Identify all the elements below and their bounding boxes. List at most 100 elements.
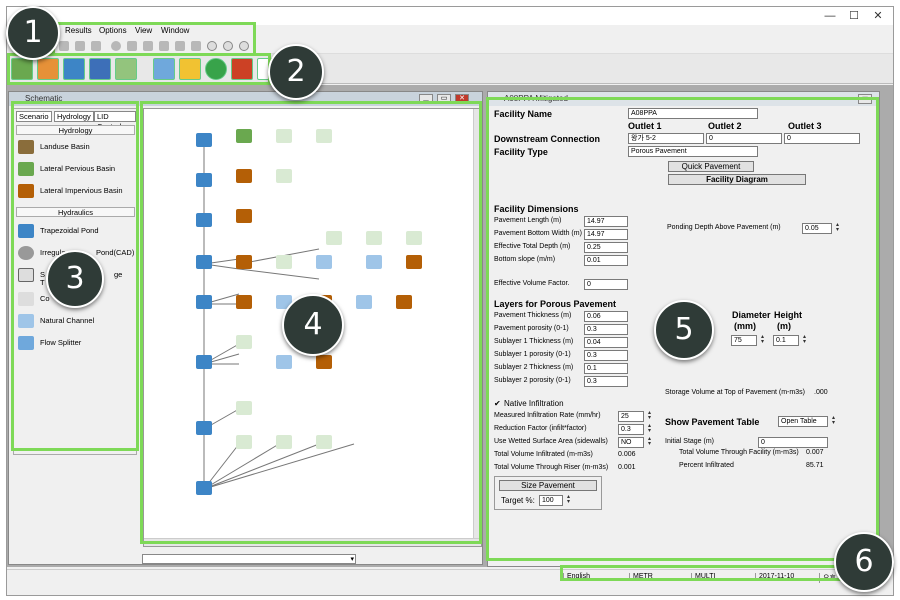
- sublayer2-thickness-input[interactable]: 0.1: [584, 363, 628, 374]
- node-lid[interactable]: [316, 435, 332, 449]
- node-pond[interactable]: [356, 295, 372, 309]
- pavement-length-input[interactable]: 14.97: [584, 216, 628, 227]
- quick-pavement-button[interactable]: Quick Pavement: [668, 161, 754, 172]
- facility-restore-button[interactable]: ▭: [858, 94, 872, 104]
- facility-diagram-button[interactable]: Facility Diagram: [668, 174, 806, 185]
- infil-rate-input[interactable]: 25: [618, 411, 644, 422]
- spinner-icon[interactable]: ▴▾: [566, 494, 570, 505]
- toolbar-icon[interactable]: [111, 41, 121, 51]
- open-table-select[interactable]: Open Table: [778, 416, 828, 427]
- tab-scenario[interactable]: Scenario: [16, 111, 52, 122]
- node-pond[interactable]: [196, 481, 212, 495]
- spinner-icon[interactable]: ▴▾: [647, 410, 651, 421]
- save-as-icon[interactable]: [89, 58, 111, 80]
- node-pond[interactable]: [196, 133, 212, 147]
- report-icon[interactable]: [115, 58, 137, 80]
- outlet1-input[interactable]: 왕가 5-2: [628, 133, 704, 144]
- node-basin[interactable]: [236, 129, 252, 143]
- stats-icon[interactable]: [231, 58, 253, 80]
- height-input[interactable]: 0.1: [773, 335, 799, 346]
- diameter-input[interactable]: 75: [731, 335, 757, 346]
- schematic-restore-button[interactable]: ▭: [437, 94, 451, 104]
- canvas-horizontal-scrollbar[interactable]: [144, 538, 481, 546]
- node-impervious[interactable]: [396, 295, 412, 309]
- node-lid[interactable]: [366, 231, 382, 245]
- menu-window[interactable]: Window: [161, 26, 190, 35]
- size-pavement-button[interactable]: Size Pavement: [499, 480, 597, 491]
- node-lid[interactable]: [326, 231, 342, 245]
- bottom-slope-input[interactable]: 0.01: [584, 255, 628, 266]
- help-icon[interactable]: [239, 41, 249, 51]
- schematic-minimize-button[interactable]: ▁: [419, 94, 433, 104]
- scenario-icon[interactable]: [11, 58, 33, 80]
- spinner-icon[interactable]: ▴▾: [835, 222, 839, 233]
- menu-results[interactable]: Results: [65, 26, 92, 35]
- node-lid[interactable]: [276, 255, 292, 269]
- node-pond[interactable]: [276, 355, 292, 369]
- outlet3-input[interactable]: 0: [784, 133, 860, 144]
- outlet2-input[interactable]: 0: [706, 133, 782, 144]
- spinner-icon[interactable]: ▴▾: [802, 334, 806, 345]
- node-pond[interactable]: [316, 255, 332, 269]
- node-pond[interactable]: [196, 421, 212, 435]
- node-lid[interactable]: [276, 435, 292, 449]
- node-pond[interactable]: [196, 173, 212, 187]
- node-pond[interactable]: [366, 255, 382, 269]
- node-lid[interactable]: [236, 435, 252, 449]
- refresh-icon[interactable]: [205, 58, 227, 80]
- facility-type-input[interactable]: Porous Pavement: [628, 146, 758, 157]
- node-impervious[interactable]: [236, 169, 252, 183]
- spinner-icon[interactable]: ▴▾: [647, 436, 651, 447]
- spinner-icon[interactable]: ▴▾: [760, 334, 764, 345]
- node-pond[interactable]: [196, 355, 212, 369]
- schematic-close-button[interactable]: ✕: [455, 94, 469, 104]
- rain-icon[interactable]: [153, 58, 175, 80]
- toolbar-icon[interactable]: [75, 41, 85, 51]
- toolbar-icon[interactable]: [59, 41, 69, 51]
- menu-options[interactable]: Options: [99, 26, 127, 35]
- sublayer1-porosity-input[interactable]: 0.3: [584, 350, 628, 361]
- node-pond[interactable]: [196, 213, 212, 227]
- toolbar-icon[interactable]: [159, 41, 169, 51]
- node-lid[interactable]: [406, 231, 422, 245]
- pavement-porosity-input[interactable]: 0.3: [584, 324, 628, 335]
- target-input[interactable]: 100: [539, 495, 563, 506]
- node-lid[interactable]: [276, 129, 292, 143]
- run-icon[interactable]: [179, 58, 201, 80]
- schematic-dropdown[interactable]: ▾: [142, 554, 356, 564]
- node-impervious[interactable]: [236, 209, 252, 223]
- minimize-button[interactable]: —: [824, 10, 836, 22]
- node-lid[interactable]: [236, 335, 252, 349]
- wetted-area-input[interactable]: NO: [618, 437, 644, 448]
- initial-stage-input[interactable]: 0: [758, 437, 828, 448]
- node-impervious[interactable]: [406, 255, 422, 269]
- node-impervious[interactable]: [236, 255, 252, 269]
- spinner-icon[interactable]: ▴▾: [647, 423, 651, 434]
- tab-hydrology[interactable]: Hydrology: [54, 111, 94, 122]
- sublayer1-thickness-input[interactable]: 0.04: [584, 337, 628, 348]
- node-pond[interactable]: [196, 295, 212, 309]
- node-pond[interactable]: [196, 255, 212, 269]
- node-impervious[interactable]: [236, 295, 252, 309]
- node-impervious[interactable]: [316, 355, 332, 369]
- total-depth-input[interactable]: 0.25: [584, 242, 628, 253]
- toolbar-icon[interactable]: [143, 41, 153, 51]
- toolbar-icon[interactable]: [91, 41, 101, 51]
- spinner-icon[interactable]: ▴▾: [831, 415, 835, 426]
- facility-name-input[interactable]: A08PPA: [628, 108, 758, 119]
- toolbar-icon[interactable]: [127, 41, 137, 51]
- landuse-icon[interactable]: [37, 58, 59, 80]
- toolbar-icon[interactable]: [175, 41, 185, 51]
- menu-view[interactable]: View: [135, 26, 153, 35]
- canvas-vertical-scrollbar[interactable]: [473, 109, 481, 546]
- native-checkbox[interactable]: ✔: [494, 399, 501, 408]
- ponding-input[interactable]: 0.05: [802, 223, 832, 234]
- save-icon[interactable]: [63, 58, 85, 80]
- maximize-button[interactable]: ☐: [849, 10, 859, 22]
- node-lid[interactable]: [276, 169, 292, 183]
- help-icon[interactable]: [223, 41, 233, 51]
- close-button[interactable]: ✕: [873, 10, 883, 22]
- pavement-thickness-input[interactable]: 0.06: [584, 311, 628, 322]
- help-icon[interactable]: [207, 41, 217, 51]
- reduction-factor-input[interactable]: 0.3: [618, 424, 644, 435]
